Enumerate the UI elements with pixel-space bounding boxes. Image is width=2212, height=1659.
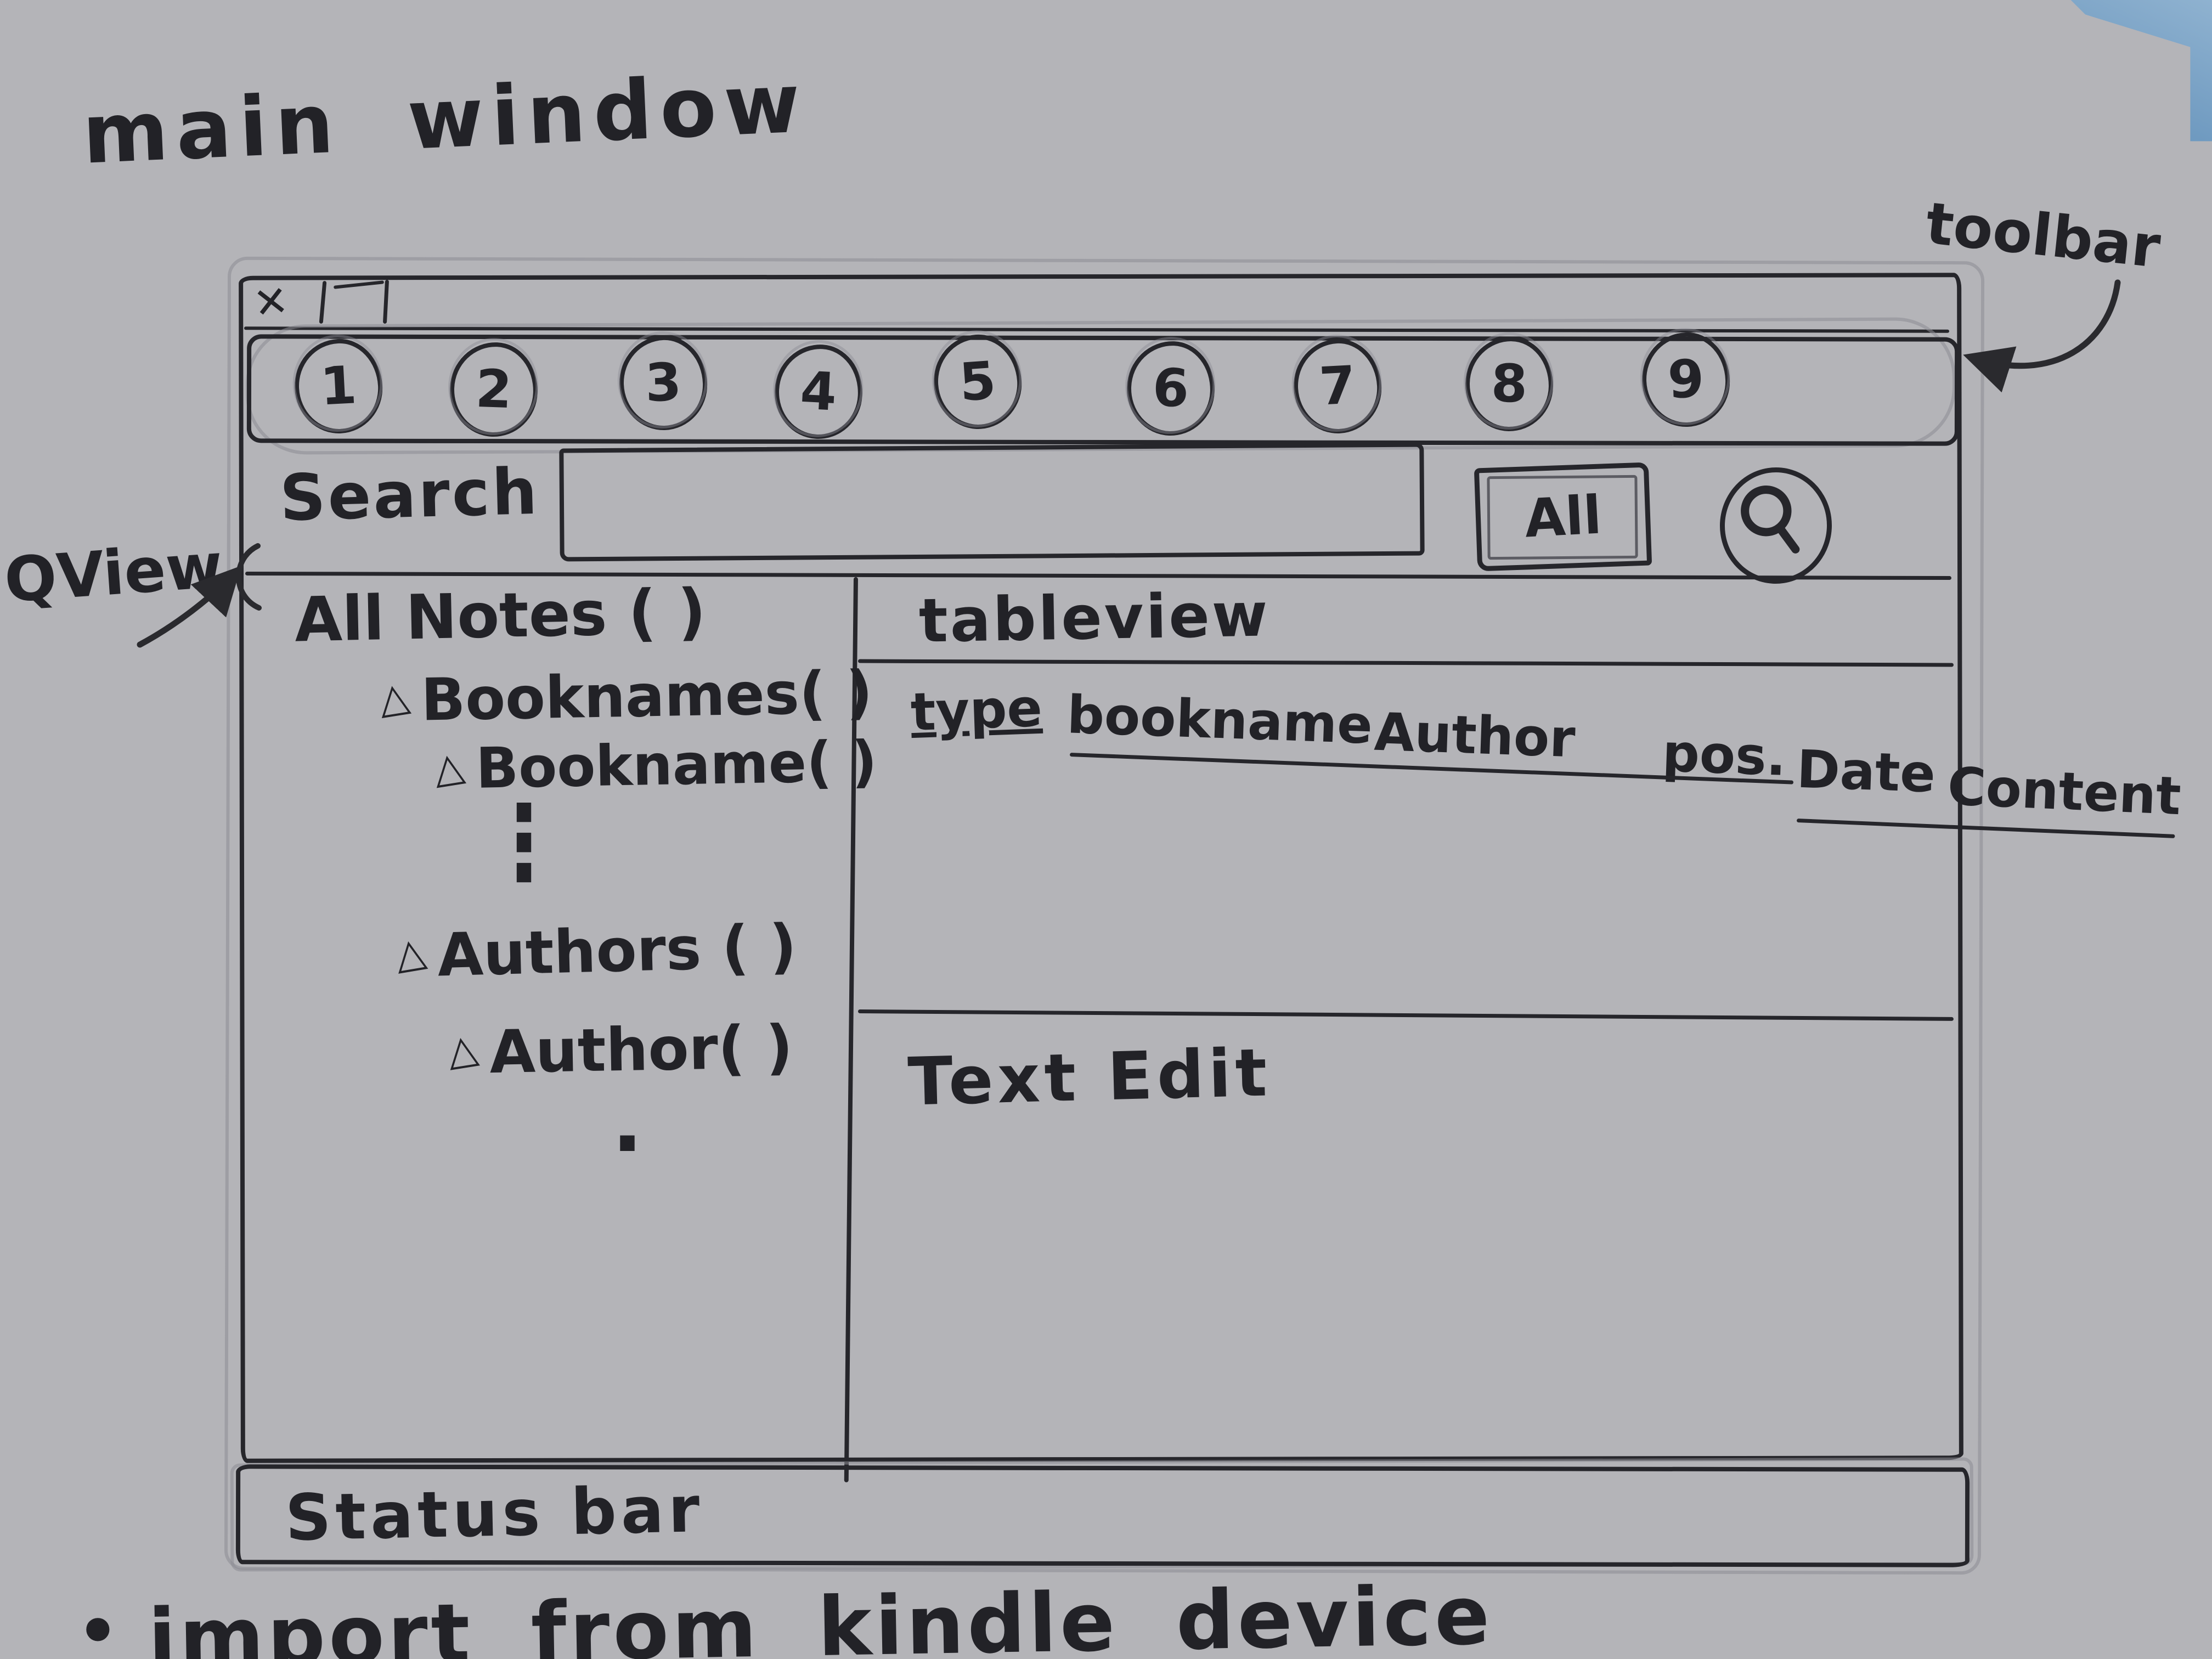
tree-expand-triangle-icon: △	[391, 927, 429, 978]
toolbar-button-5-label: 5	[957, 350, 998, 414]
toolbar-button-2-label: 2	[475, 358, 513, 421]
close-icon: ✕	[250, 275, 291, 329]
toolbar-button-8: 8	[1464, 336, 1554, 432]
search-label: Search	[279, 454, 540, 536]
toolbar-button-3-label: 3	[644, 352, 682, 414]
search-input	[559, 442, 1425, 562]
search-scope-all-label: All	[1523, 484, 1603, 550]
tree-expand-triangle-icon: △	[375, 672, 413, 723]
tree-ellipsis: ⋮	[483, 783, 565, 903]
tree-item-authors: △ Authors ( )	[391, 912, 798, 991]
tree-item-booknames: △ Booknames( )	[375, 658, 873, 735]
toolbar-button-7-label: 7	[1318, 355, 1357, 417]
column-header-content: Content	[1946, 756, 2182, 827]
column-header-date: Date	[1796, 739, 1937, 805]
tree-item-label: .	[612, 1075, 643, 1171]
column-header-author: Author	[1373, 702, 1577, 770]
tree-expand-triangle-icon: △	[430, 742, 467, 793]
toolbar-button-9-label: 9	[1667, 348, 1705, 411]
tableview-label: tableview	[918, 579, 1271, 656]
tree-item-label: Booknames( )	[420, 658, 873, 734]
tree-expand-triangle-icon: △	[443, 1024, 481, 1075]
search-scope-all-button: All	[1474, 462, 1652, 572]
qview-annotation: QView	[2, 530, 225, 617]
bottom-note-bullet: •	[77, 1594, 119, 1659]
tree-item-label: All Notes ( )	[294, 575, 707, 656]
texteditor-label: Text Edit	[907, 1035, 1272, 1121]
column-header-type: type	[910, 678, 1043, 743]
column-header-bookname: bookname	[1066, 685, 1374, 756]
statusbar-label: Status bar	[284, 1472, 705, 1555]
tree-item-all-notes: All Notes ( )	[282, 576, 707, 656]
search-button	[1717, 464, 1835, 587]
tree-item-label: ⋮	[483, 783, 565, 903]
toolbar-button-4-label: 4	[799, 360, 838, 423]
toolbar-button-6-label: 6	[1152, 357, 1190, 420]
toolbar-button-1-label: 1	[319, 355, 358, 417]
tree-item-label: Authors ( )	[436, 912, 798, 990]
magnifier-icon	[1741, 486, 1800, 554]
tree-ellipsis-2: .	[612, 1075, 643, 1171]
toolbar-button-8-label: 8	[1490, 353, 1528, 415]
